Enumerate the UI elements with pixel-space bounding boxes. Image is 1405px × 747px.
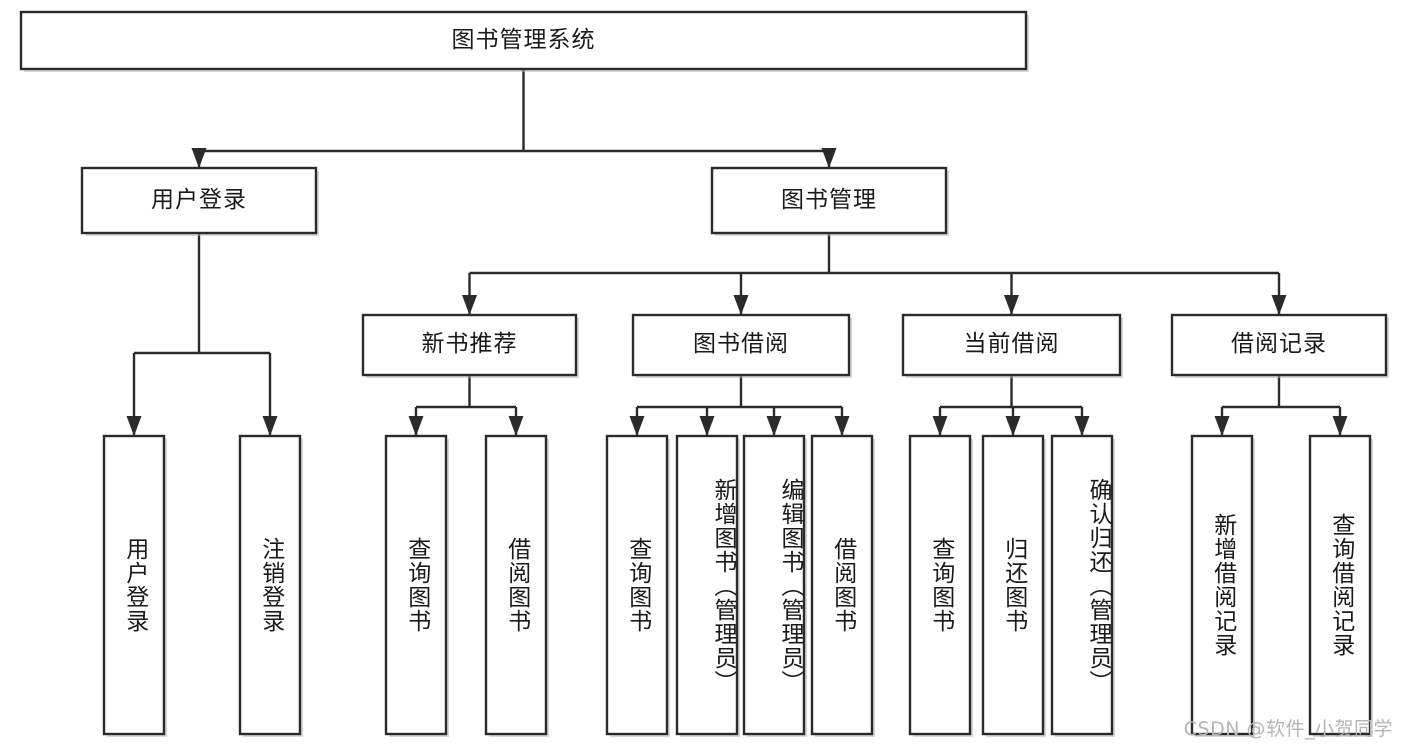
node-leaf-edit-book[interactable] [742,434,806,736]
arrow-head-icon [1214,416,1230,436]
node-current-borrow[interactable] [901,313,1122,377]
arrow-head-icon [1332,416,1348,436]
arrow-head-icon [126,416,142,436]
arrow-head-icon [834,416,850,436]
node-borrow-record[interactable] [1170,313,1388,377]
arrow-head-icon [932,416,948,436]
watermark-text: CSDN @软件_小贺同学 [1183,718,1393,740]
node-leaf-confirm-return[interactable] [1050,434,1114,736]
node-leaf-add-book[interactable] [675,434,739,736]
arrow-head-icon [1074,416,1090,436]
arrow-head-icon [1005,416,1021,436]
arrow-head-icon [462,295,477,315]
arrow-head-icon [262,416,278,436]
node-leaf-query-book-3[interactable] [908,434,972,736]
arrow-head-icon [766,416,782,436]
node-user-login[interactable] [80,166,318,235]
box-layer [19,10,1389,737]
node-leaf-logout-login[interactable] [238,434,302,736]
node-leaf-add-record[interactable] [1190,434,1254,736]
node-leaf-borrow-book-1[interactable] [484,434,548,736]
node-leaf-user-login[interactable] [102,434,166,736]
arrow-head-icon [733,295,749,315]
node-new-book-recommend[interactable] [361,313,578,377]
node-leaf-return-book[interactable] [981,434,1045,736]
arrow-head-icon [191,148,207,168]
node-leaf-query-book-1[interactable] [384,434,448,736]
arrow-head-icon [1271,295,1287,315]
arrow-head-icon [508,416,524,436]
edge-layer [126,69,1348,436]
arrow-head-icon [629,416,645,436]
node-root[interactable] [19,10,1028,71]
node-leaf-query-book-2[interactable] [605,434,669,736]
arrow-head-icon [821,148,837,168]
arrow-head-icon [1004,295,1019,315]
node-book-manage[interactable] [710,166,948,235]
node-leaf-query-record[interactable] [1308,434,1372,736]
node-leaf-borrow-book-2[interactable] [810,434,874,736]
arrow-head-icon [699,416,715,436]
arrow-head-icon [408,416,424,436]
node-book-borrow[interactable] [631,313,851,377]
